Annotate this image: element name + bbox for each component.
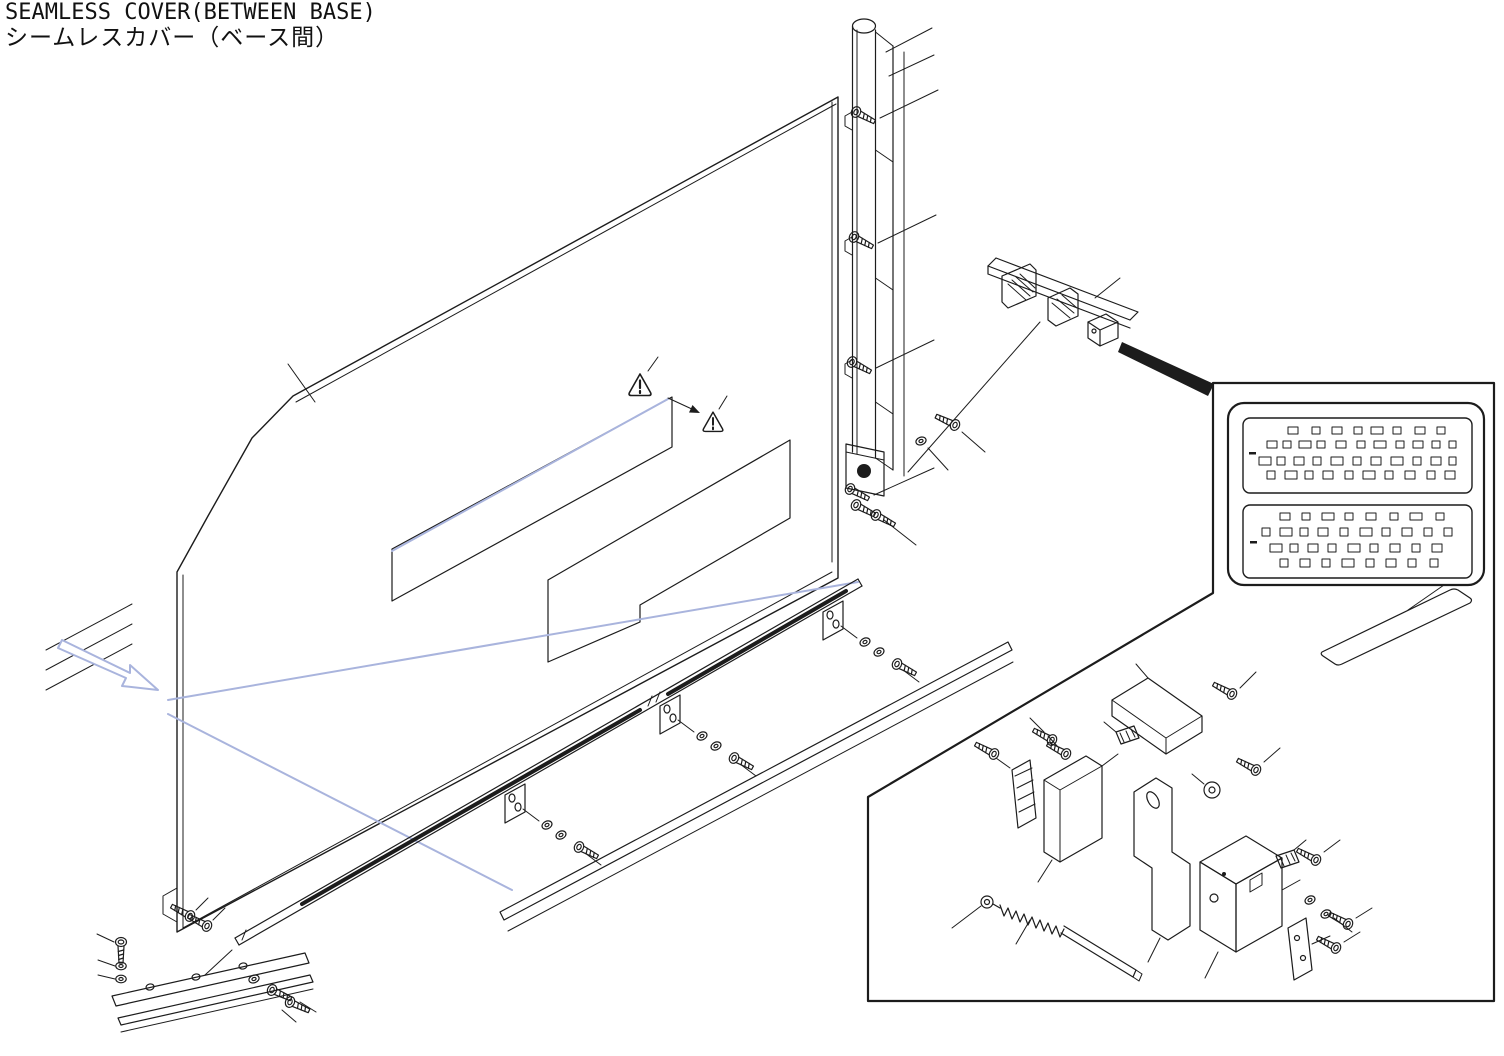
warning-icon-1 — [627, 356, 659, 397]
rail-brackets — [504, 600, 920, 866]
detail-view-boundary — [866, 381, 1496, 1003]
assembly-arrow — [57, 639, 159, 691]
upper-bracket-assembly — [907, 257, 1139, 473]
left-bracket — [1037, 753, 1119, 883]
center-strap-bracket — [1133, 777, 1191, 963]
detail-inset-box — [1226, 401, 1486, 587]
pointer-wedge — [1118, 342, 1214, 396]
bottom-rail — [234, 578, 863, 946]
page-title: SEAMLESS COVER(BETWEEN BASE) — [5, 0, 376, 25]
bottom-left-rail — [96, 897, 317, 1033]
clip-1 — [1103, 721, 1140, 745]
warning-pointer-arrow — [667, 397, 700, 413]
title-block: SEAMLESS COVER(BETWEEN BASE) シームレスカバー（ベー… — [5, 0, 376, 51]
sill-strip — [499, 641, 1014, 932]
column-screws — [842, 27, 986, 546]
inner-window-lower — [547, 439, 791, 663]
clip-2 — [1275, 839, 1307, 869]
side-plate — [1287, 917, 1331, 981]
inner-window-upper — [391, 396, 673, 602]
accent-guide-lines — [167, 398, 859, 891]
terminal-connector — [995, 757, 1037, 829]
page-subtitle: シームレスカバー（ベース間） — [5, 24, 340, 51]
label-plate-1 — [1242, 417, 1473, 494]
cover-panel — [162, 96, 839, 933]
detail-parts — [951, 663, 1373, 982]
latch-block — [1199, 835, 1301, 979]
nameplate — [1320, 584, 1473, 666]
support-column — [844, 18, 905, 497]
warning-icon-2 — [702, 395, 728, 433]
upper-channel-bracket — [1111, 663, 1203, 755]
ring-washer — [1191, 773, 1221, 799]
label-plate-2 — [1242, 504, 1473, 579]
spring-assembly — [951, 895, 1143, 982]
